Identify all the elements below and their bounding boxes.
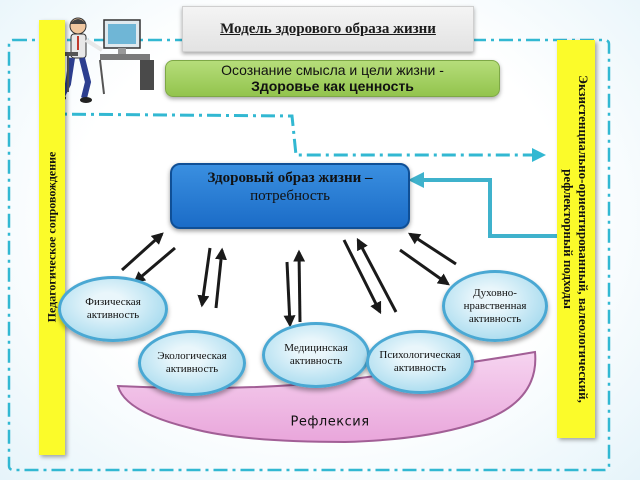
oval-ecological-label: Экологическая активность (157, 350, 227, 375)
oval-spiritual-activity: Духовно-нравственная активность (442, 270, 548, 342)
center-box-line1: Здоровый образ жизни – (207, 170, 373, 186)
arrow-up-ecological (214, 247, 227, 309)
page-title: Модель здорового образа жизни (182, 6, 474, 52)
arrow-up-spiritual (407, 232, 457, 266)
arrow-down-physical (133, 246, 176, 284)
arrow-up-physical (120, 232, 164, 272)
oval-physical-activity: Физическая активность (58, 276, 168, 342)
oval-spiritual-label: Духовно-нравственная активность (463, 286, 527, 325)
left-bar (39, 20, 65, 455)
oval-medical-activity: Медицинская активность (262, 322, 370, 388)
center-box-line2: потребность (250, 188, 330, 204)
arrow-down-psych (342, 239, 382, 315)
oval-psychological-activity: Психологическая активность (366, 330, 474, 394)
left-bar-label: Педагогическое сопровождение (44, 151, 59, 323)
arrow-up-psych (356, 237, 398, 313)
right-bar-line1: Экзистенциально-ориентированный, валеоло… (576, 75, 591, 403)
oval-medical-label: Медицинская активность (284, 342, 348, 367)
top-box-line2: Здоровье как ценность (251, 78, 414, 94)
top-box: Осознание смысла и цели жизни - Здоровье… (165, 60, 500, 97)
oval-physical-label: Физическая активность (85, 296, 141, 321)
arrow-down-ecological (197, 247, 212, 308)
feedback-arrowhead (408, 172, 424, 188)
right-bar-label: Экзистенциально-ориентированный, валеоло… (561, 75, 591, 403)
center-box: Здоровый образ жизни – потребность (170, 163, 410, 229)
arrow-down-spiritual (399, 248, 450, 286)
feedback-arrow (420, 178, 557, 238)
reflection-label: Рефлексия (290, 414, 370, 430)
right-bar-line2: рефлекторный подходы (561, 169, 576, 309)
arrow-up-medical (293, 249, 306, 323)
person-at-computer-icon (54, 17, 154, 103)
right-bar (557, 40, 595, 438)
connector-arrowhead (532, 148, 546, 162)
oval-psychological-label: Психологическая активность (379, 349, 461, 374)
arrow-down-medical (283, 261, 296, 328)
top-box-line1: Осознание смысла и цели жизни - (221, 62, 444, 78)
oval-ecological-activity: Экологическая активность (138, 330, 246, 396)
